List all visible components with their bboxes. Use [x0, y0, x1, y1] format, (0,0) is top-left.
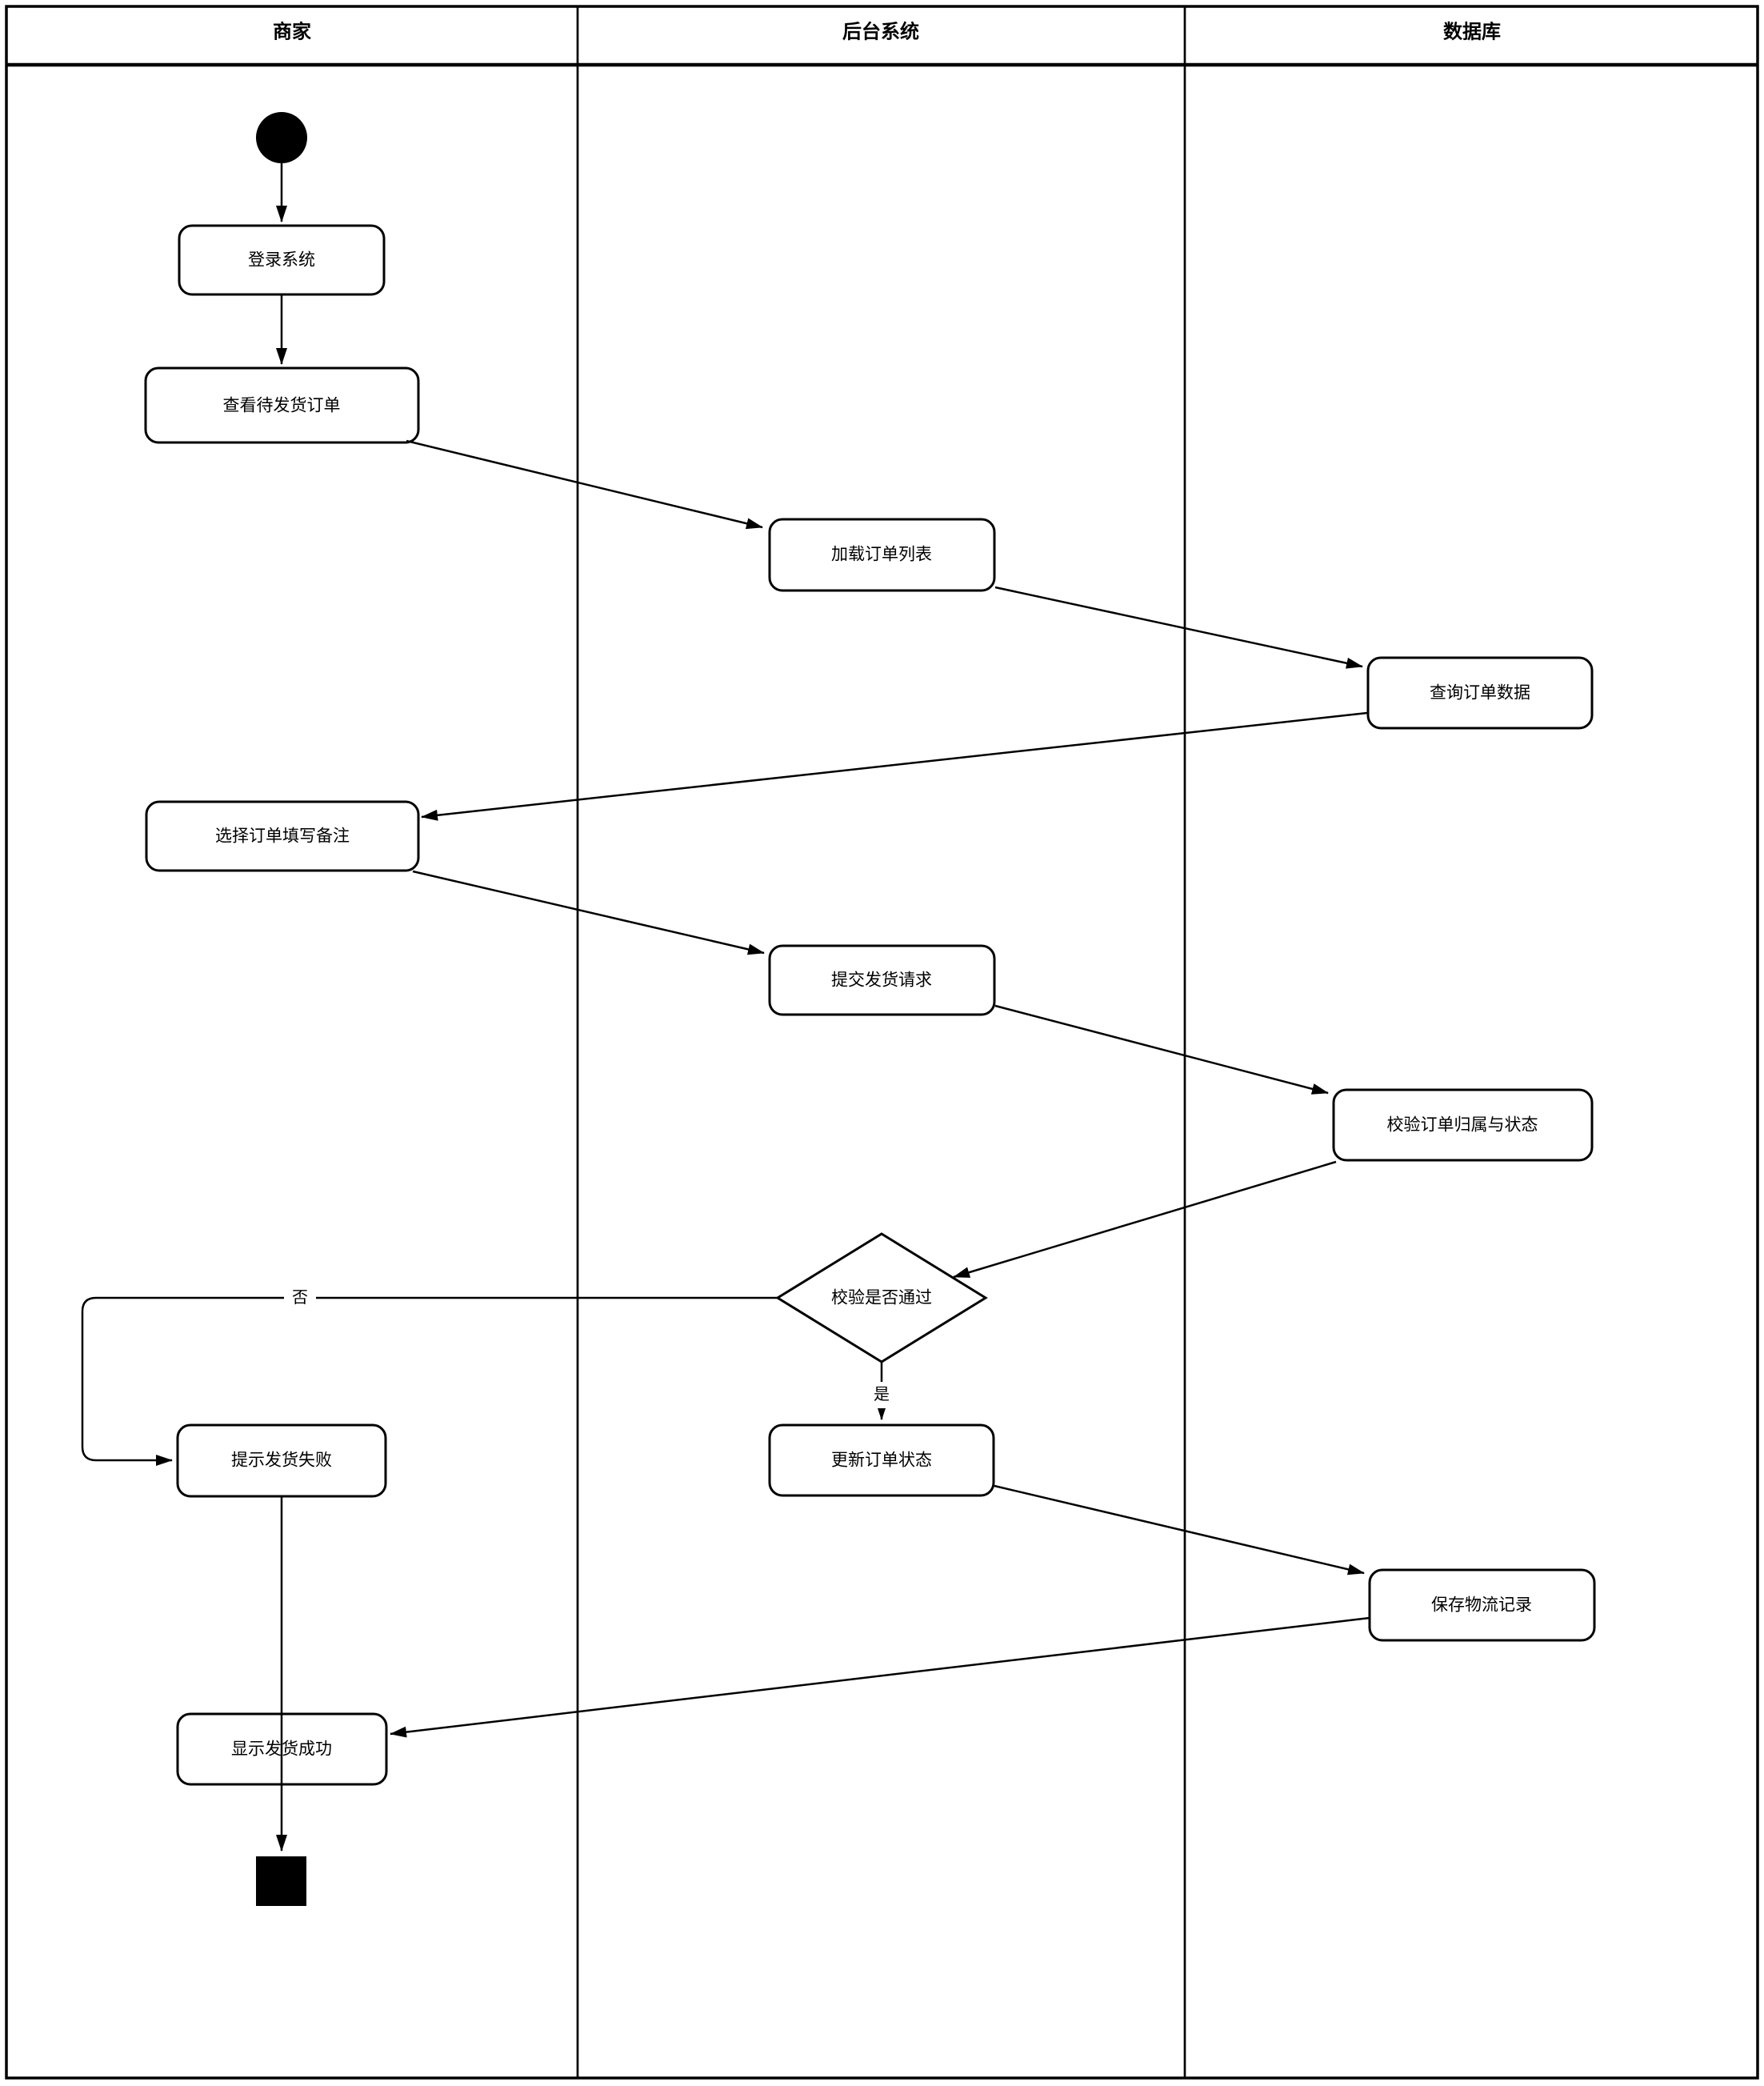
activity-submit-ship-request [768, 944, 996, 1016]
activity-load-order-list-label: 加载订单列表 [831, 546, 932, 564]
activity-verify-order-ownership-status [1332, 1088, 1594, 1162]
edge-label-yes-backing [866, 1382, 898, 1408]
edge-save-to-success [390, 1616, 1370, 1738]
activity-login-label: 登录系统 [248, 251, 315, 270]
activity-load-order-list [768, 518, 996, 592]
end-node [256, 1856, 306, 1906]
edge-submit-to-verify [994, 1004, 1329, 1095]
activity-view-pending-orders-label: 查看待发货订单 [223, 397, 341, 415]
activity-save-logistics-record-label: 保存物流记录 [1431, 1596, 1532, 1615]
activity-query-order-data-label: 查询订单数据 [1430, 684, 1530, 703]
edge-label-no: 否 [292, 1289, 308, 1307]
edge-verify-to-decision [953, 1160, 1337, 1279]
edge-update-to-save [994, 1484, 1365, 1576]
lane-title-merchant: 商家 [273, 21, 311, 43]
edge-label-yes: 是 [874, 1386, 890, 1403]
activity-verify-order-ownership-status-label: 校验订单归属与状态 [1387, 1116, 1538, 1135]
activity-select-order-fill-note [145, 800, 420, 872]
activity-query-order-data [1366, 656, 1594, 730]
lane-title-database: 数据库 [1443, 22, 1501, 43]
edge-view-to-load [406, 439, 763, 530]
activity-update-order-status [768, 1423, 995, 1497]
edge-decision-no-to-fail [81, 1296, 778, 1466]
activity-submit-ship-request-label: 提交发货请求 [831, 971, 932, 990]
decision-verify-pass-label: 校验是否通过 [831, 1289, 932, 1307]
start-node [256, 112, 307, 163]
activity-select-order-fill-note-label: 选择订单填写备注 [215, 827, 350, 846]
edge-query-to-select [421, 711, 1368, 821]
edge-load-to-query [994, 586, 1363, 669]
activity-update-order-status-label: 更新订单状态 [831, 1451, 932, 1470]
edge-select-to-submit [412, 870, 765, 955]
diagram-border [5, 5, 1759, 2080]
activity-view-pending-orders [144, 366, 420, 444]
activity-ship-fail-notice-label: 提示发货失败 [231, 1451, 332, 1470]
activity-save-logistics-record [1368, 1568, 1596, 1642]
lane-title-backend: 后台系统 [842, 21, 919, 43]
edge-label-no-backing [284, 1285, 316, 1311]
